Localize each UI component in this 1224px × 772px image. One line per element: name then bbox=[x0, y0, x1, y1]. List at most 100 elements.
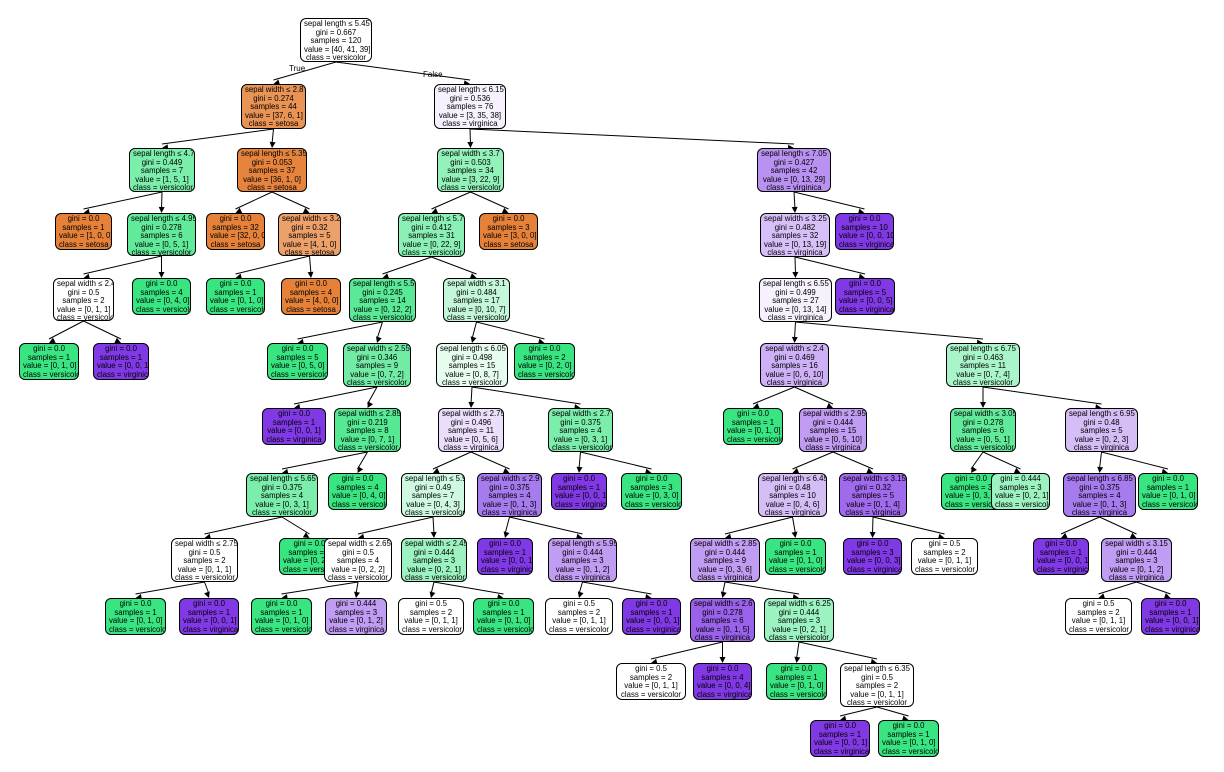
node-line: sepal length ≤ 6.55 bbox=[763, 279, 829, 288]
node-line: class = virginica bbox=[329, 624, 385, 634]
node-line: gini = 0.0 bbox=[563, 474, 595, 483]
node-line: samples = 14 bbox=[359, 296, 406, 306]
node-line: value = [0, 1, 1] bbox=[624, 681, 678, 691]
tree-edge bbox=[982, 386, 1102, 405]
node-line: gini = 0.5 bbox=[67, 287, 100, 297]
node-line: sepal length ≤ 5.45 bbox=[304, 19, 370, 28]
node-line: value = [0, 1, 1] bbox=[404, 616, 458, 626]
node-line: value = [0, 5, 0] bbox=[271, 361, 325, 371]
node-line: sepal width ≤ 3.25 bbox=[764, 214, 827, 223]
node-line: sepal width ≤ 3.15 bbox=[1105, 539, 1168, 548]
node-line: gini = 0.0 bbox=[779, 539, 812, 548]
node-line: value = [1, 5, 1] bbox=[135, 174, 189, 184]
node-line: class = versicolor bbox=[136, 304, 191, 314]
node-line: samples = 1 bbox=[114, 607, 157, 617]
node-line: sepal length ≤ 6.75 bbox=[950, 344, 1016, 353]
edge-arrowhead bbox=[980, 402, 986, 408]
node-line: sepal length ≤ 6.45 bbox=[762, 474, 827, 483]
node-line: value = [0, 2, 1] bbox=[995, 491, 1049, 501]
node-line: sepal width ≤ 6.25 bbox=[768, 599, 831, 608]
node-line: samples = 2 bbox=[629, 672, 673, 682]
node-line: samples = 9 bbox=[355, 361, 399, 371]
node-line: samples = 3 bbox=[630, 482, 673, 492]
node-line: value = [0, 5, 1] bbox=[134, 239, 189, 249]
node-line: gini = 0.0 bbox=[955, 474, 987, 483]
node-line: class = virginica bbox=[97, 369, 149, 379]
node-line: class = setosa bbox=[284, 248, 335, 256]
tree-edge bbox=[1136, 581, 1171, 595]
edge-arrowhead bbox=[382, 273, 390, 279]
node-line: samples = 1 bbox=[27, 352, 71, 362]
node-line: samples = 1 bbox=[818, 729, 862, 739]
node-line: sepal width ≤ 2.45 bbox=[405, 539, 467, 548]
node-line: samples = 3 bbox=[1115, 556, 1158, 566]
node-line: samples = 4 bbox=[1078, 491, 1121, 501]
node-line: class = versicolor bbox=[133, 183, 194, 192]
edge-arrowhead bbox=[537, 338, 545, 345]
node-line: sepal width ≤ 3.15 bbox=[843, 474, 906, 483]
node-line: class = virginica bbox=[1145, 624, 1200, 634]
node-line: class = virginica bbox=[554, 573, 611, 582]
node-line: samples = 1 bbox=[630, 607, 673, 617]
edge-label-false: False bbox=[423, 70, 443, 79]
node-line: samples = 7 bbox=[411, 491, 455, 501]
node-line: gini = 0.5 bbox=[188, 547, 221, 557]
node-line: gini = 0.484 bbox=[456, 287, 497, 297]
node-line: gini = 0.278 bbox=[141, 222, 182, 232]
tree-edge bbox=[376, 321, 383, 340]
node-line: value = [0, 0, 1] bbox=[814, 738, 868, 748]
node-line: samples = 76 bbox=[446, 102, 494, 112]
node-line: samples = 5 bbox=[843, 287, 887, 297]
tree-edges bbox=[48, 61, 1171, 722]
node-line: value = [0, 1, 0] bbox=[23, 361, 77, 371]
node-line: value = [0, 1, 0] bbox=[727, 426, 781, 436]
node-line: value = [0, 1, 1] bbox=[917, 556, 972, 566]
node-line: gini = 0.0 bbox=[278, 409, 310, 418]
node-line: gini = 0.0 bbox=[219, 214, 252, 223]
node-line: class = versicolor bbox=[175, 573, 236, 582]
node-line: class = virginica bbox=[697, 573, 753, 582]
node-line: gini = 0.375 bbox=[261, 482, 303, 492]
node-line: gini = 0.0 bbox=[33, 344, 65, 353]
node-line: samples = 8 bbox=[346, 426, 389, 436]
edge-arrowhead bbox=[1163, 593, 1171, 599]
edge-arrowhead bbox=[1097, 466, 1104, 473]
node-line: class = virginica bbox=[481, 508, 538, 517]
node-line: gini = 0.0 bbox=[265, 599, 298, 608]
node-line: value = [0, 0, 5] bbox=[839, 296, 893, 306]
node-line: class = virginica bbox=[805, 443, 861, 452]
node-line: value = [0, 1, 0] bbox=[255, 616, 309, 626]
edge-arrowhead bbox=[302, 207, 310, 214]
edge-arrowhead bbox=[433, 467, 440, 474]
node-line: samples = 3 bbox=[487, 222, 530, 232]
node-line: value = [0, 1, 0] bbox=[1142, 491, 1196, 501]
tree-edge bbox=[204, 516, 283, 535]
node-line: gini = 0.427 bbox=[773, 157, 815, 167]
node-line: gini = 0.498 bbox=[451, 352, 493, 362]
tree-edge bbox=[650, 641, 723, 660]
node-line: gini = 0.245 bbox=[362, 287, 403, 297]
node-line: gini = 0.0 bbox=[848, 214, 881, 223]
node-line: class = virginica bbox=[481, 564, 533, 574]
tree-edge bbox=[297, 321, 383, 340]
node-line: value = [0, 0, 1] bbox=[97, 361, 149, 371]
edge-arrowhead bbox=[791, 531, 798, 538]
tree-edge bbox=[970, 451, 984, 470]
